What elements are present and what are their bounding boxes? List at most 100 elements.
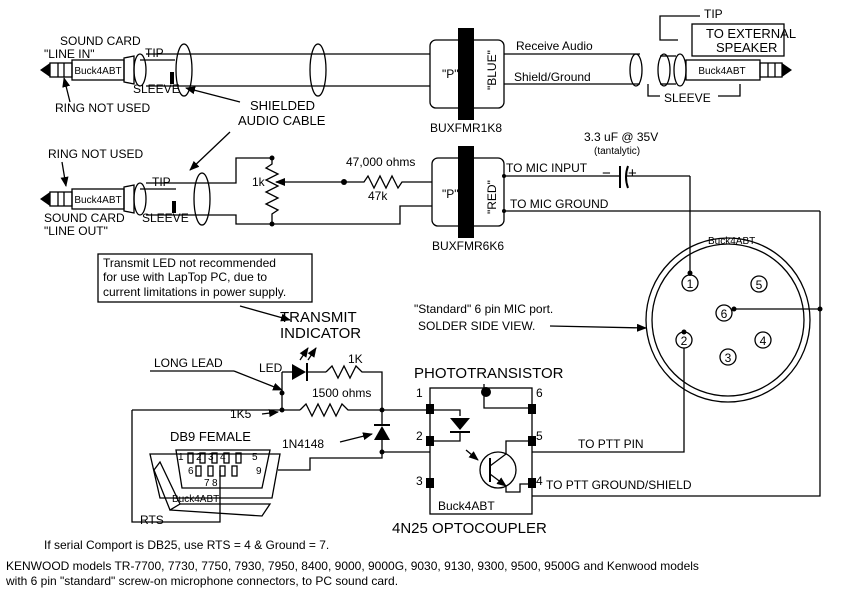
led-label: LED: [259, 361, 283, 375]
mic-port-view: SOLDER SIDE VIEW.: [418, 319, 535, 333]
resistor-ohms: 47,000 ohms: [346, 155, 415, 169]
line-out-label-1: SOUND CARD: [44, 211, 125, 225]
svg-text:1: 1: [687, 277, 694, 291]
models-line-2: with 6 pin "standard" screw-on microphon…: [5, 574, 398, 588]
to-external: TO EXTERNAL: [706, 26, 796, 41]
sleeve-label-top: SLEEVE: [133, 82, 180, 96]
mic-port-label: "Standard" 6 pin MIC port.: [414, 302, 553, 316]
svg-text:6: 6: [188, 466, 194, 477]
line-in-plug: Buck4ABT: [40, 53, 147, 87]
r-1500: 1500 ohms: [312, 386, 371, 400]
opto-brand: Buck4ABT: [438, 499, 495, 513]
opto-pin-4: 4: [536, 474, 543, 488]
shielded-label-1: SHIELDED: [250, 98, 315, 113]
db9-pins-bottom: 6 9 7 8: [188, 465, 262, 489]
shield-ground: Shield/Ground: [514, 70, 591, 84]
to-mic-input: TO MIC INPUT: [506, 161, 588, 175]
r-1k5: 1K5: [230, 407, 252, 421]
db9-pins-top: 1 5 2 3 4: [178, 452, 258, 464]
cap-plus: +: [628, 165, 637, 182]
opto-part: 4N25 OPTOCOUPLER: [392, 520, 547, 537]
db9-title: DB9 FEMALE: [170, 429, 251, 444]
db9-connector: DB9 FEMALE 1 5 2 3 4 6 9 7 8 Buck4ABT: [149, 429, 281, 517]
to-mic-ground: TO MIC GROUND: [510, 197, 609, 211]
svg-text:2: 2: [196, 452, 202, 463]
svg-text:8: 8: [212, 478, 218, 489]
transmit-label-1: TRANSMIT: [280, 309, 357, 326]
transformer-blue-part: BUXFMR1K8: [430, 121, 502, 135]
mic-connector: Buck4ABT 1 2 3 4 5 6: [645, 236, 811, 403]
db25-note: If serial Comport is DB25, use RTS = 4 &…: [44, 538, 329, 552]
r-1k: 1K: [348, 352, 363, 366]
ring-not-used-top: RING NOT USED: [55, 101, 150, 115]
diode-1n4148: [374, 410, 390, 452]
transformer-red-side: "P": [442, 187, 459, 201]
opto-pin-1: 1: [416, 386, 423, 400]
svg-text:4: 4: [220, 452, 226, 463]
mic-pin-5: 5: [750, 275, 768, 293]
speaker-sleeve: SLEEVE: [664, 91, 711, 105]
svg-text:3: 3: [208, 452, 214, 463]
shielded-cable-top: [146, 43, 430, 97]
mic-brand: Buck4ABT: [708, 236, 755, 247]
note-line-3: current limitations in power supply.: [103, 285, 286, 299]
note-line-1: Transmit LED not recommended: [103, 256, 276, 270]
plug-brand-mid: Buck4ABT: [74, 195, 121, 206]
diode-label: 1N4148: [282, 437, 324, 451]
cap-type: (tantalytic): [594, 146, 640, 157]
transformer-red-color: "RED": [485, 180, 499, 214]
opto-pin-2: 2: [416, 429, 423, 443]
mic-pin-4: 4: [754, 331, 772, 349]
phototransistor-label: PHOTOTRANSISTOR: [414, 365, 564, 382]
svg-text:5: 5: [756, 278, 763, 292]
receive-audio: Receive Audio: [516, 39, 593, 53]
resistor-short: 47k: [368, 189, 388, 203]
opto-pin-5: 5: [536, 429, 543, 443]
line-in-label-2: "LINE IN": [44, 47, 95, 61]
speaker-tip: TIP: [704, 7, 723, 21]
cap-minus: −: [602, 165, 611, 182]
pot-label: 1k: [252, 175, 266, 189]
mic-pin-6: 6: [715, 304, 733, 322]
svg-text:9: 9: [256, 466, 262, 477]
opto-pin-6: 6: [536, 386, 543, 400]
svg-text:3: 3: [725, 351, 732, 365]
db9-brand: Buck4ABT: [172, 494, 219, 505]
svg-text:5: 5: [252, 452, 258, 463]
tip-label-mid: TIP: [152, 175, 171, 189]
rts-label: RTS: [140, 513, 164, 527]
to-ptt-ground: TO PTT GROUND/SHIELD: [546, 478, 692, 492]
speaker-plug-brand: Buck4ABT: [698, 66, 745, 77]
note-line-2: for use with LapTop PC, due to: [103, 270, 267, 284]
potentiometer-1k: 1k: [252, 158, 286, 224]
long-lead: LONG LEAD: [154, 356, 223, 370]
transformer-red-part: BUXFMR6K6: [432, 239, 504, 253]
line-out-label-2: "LINE OUT": [44, 224, 108, 238]
line-in-label-1: SOUND CARD: [60, 34, 141, 48]
shielded-label-2: AUDIO CABLE: [238, 113, 326, 128]
transformer-blue-side: "P": [442, 67, 459, 81]
sleeve-label-mid: SLEEVE: [142, 211, 189, 225]
mic-pin-1: 1: [681, 274, 699, 292]
transformer-red: "P" "RED" BUXFMR6K6: [431, 146, 505, 253]
svg-text:1: 1: [178, 452, 184, 463]
svg-text:7: 7: [204, 478, 210, 489]
line-out-plug: Buck4ABT: [40, 182, 147, 216]
capacitor: 3.3 uF @ 35V (tantalytic) − +: [584, 130, 691, 276]
shielded-cable-mid: [146, 172, 211, 226]
svg-text:4: 4: [760, 334, 767, 348]
transmit-label-2: INDICATOR: [280, 325, 361, 342]
plug-brand: Buck4ABT: [74, 66, 121, 77]
to-ptt-pin: TO PTT PIN: [578, 437, 644, 451]
speaker-plug: Buck4ABT: [629, 53, 792, 87]
ring-not-used-mid: RING NOT USED: [48, 147, 143, 161]
models-line-1: KENWOOD models TR-7700, 7730, 7750, 7930…: [6, 559, 699, 573]
note-box: Transmit LED not recommended for use wit…: [97, 253, 313, 303]
svg-text:6: 6: [721, 307, 728, 321]
led: [282, 347, 317, 381]
transformer-blue: "P" "BLUE" BUXFMR1K8: [429, 28, 505, 135]
opto-pin-3: 3: [416, 474, 423, 488]
tip-label-top: TIP: [145, 46, 164, 60]
mic-pin-3: 3: [719, 348, 737, 366]
